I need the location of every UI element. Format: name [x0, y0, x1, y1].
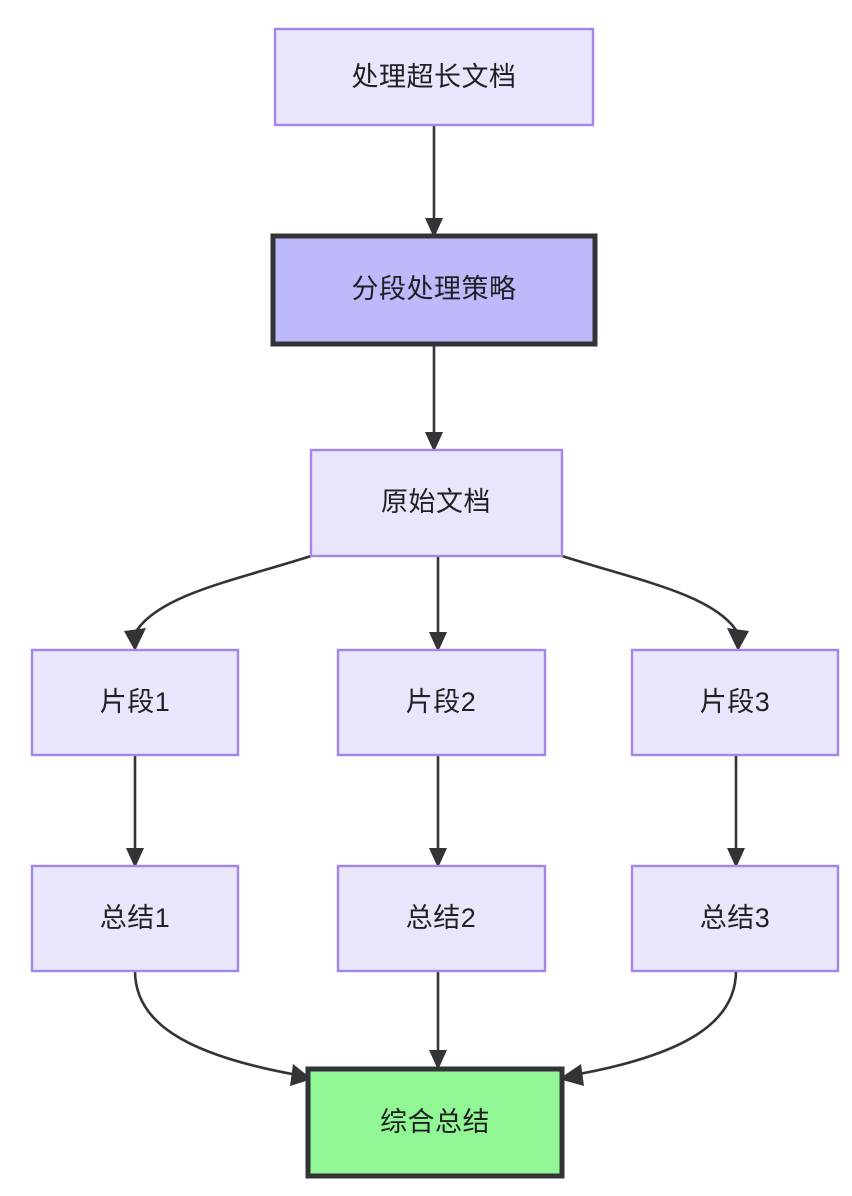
node-box[interactable] [270, 233, 598, 347]
edge-summary1-to-final [133, 970, 312, 1086]
arrow-head-icon [429, 632, 447, 652]
node-label: 片段3 [700, 687, 771, 717]
arrow-head-icon [425, 432, 443, 452]
node-chunking-strategy[interactable]: 分段处理策略 [270, 233, 598, 347]
edge-process-to-strategy [425, 125, 443, 238]
edge-layer [124, 125, 749, 1086]
edge-fragment3-to-summary3 [727, 755, 745, 868]
edge-fragment2-to-summary2 [429, 755, 447, 868]
edge-strategy-to-source [425, 344, 443, 452]
node-summary-3[interactable]: 总结3 [630, 864, 840, 973]
node-box[interactable] [630, 648, 840, 757]
node-label: 处理超长文档 [352, 62, 517, 92]
node-box[interactable] [305, 1066, 565, 1179]
node-fragment-3[interactable]: 片段3 [630, 648, 840, 757]
arrow-head-icon [126, 848, 144, 868]
edge-fragment1-to-summary1 [126, 755, 144, 868]
node-summary-1[interactable]: 总结1 [30, 864, 240, 973]
node-box[interactable] [309, 448, 564, 558]
arrow-head-icon [124, 628, 146, 651]
arrow-head-icon [429, 848, 447, 868]
node-box[interactable] [630, 864, 840, 973]
node-label: 总结1 [100, 903, 171, 933]
arrow-head-icon [727, 848, 745, 868]
arrow-head-icon [559, 1064, 584, 1086]
node-final-summary[interactable]: 综合总结 [305, 1066, 565, 1179]
node-source-document[interactable]: 原始文档 [309, 448, 564, 558]
arrow-head-icon [727, 628, 749, 651]
arrow-head-icon [429, 1050, 447, 1070]
node-label: 综合总结 [380, 1107, 490, 1137]
arrow-head-icon [425, 218, 443, 238]
node-box[interactable] [336, 648, 547, 757]
node-box[interactable] [30, 864, 240, 973]
node-process-long-document[interactable]: 处理超长文档 [273, 27, 595, 127]
node-label: 片段2 [406, 687, 477, 717]
edge-source-to-fragment2 [429, 556, 447, 652]
node-label: 分段处理策略 [352, 274, 517, 304]
node-label: 总结2 [406, 903, 477, 933]
node-box[interactable] [30, 648, 240, 757]
node-label: 片段1 [100, 687, 171, 717]
node-box[interactable] [273, 27, 595, 127]
edge-source-to-fragment3 [561, 554, 749, 651]
edge-summary2-to-final [429, 971, 447, 1070]
edge-source-to-fragment1 [124, 554, 312, 651]
node-label: 原始文档 [381, 487, 491, 517]
node-fragment-1[interactable]: 片段1 [30, 648, 240, 757]
edge-summary3-to-final [559, 970, 738, 1086]
node-fragment-2[interactable]: 片段2 [336, 648, 547, 757]
node-layer: 处理超长文档 分段处理策略 原始文档 片段1 片段2 片段3 [30, 27, 840, 1179]
node-summary-2[interactable]: 总结2 [336, 864, 547, 973]
node-box[interactable] [336, 864, 547, 973]
node-label: 总结3 [700, 903, 771, 933]
